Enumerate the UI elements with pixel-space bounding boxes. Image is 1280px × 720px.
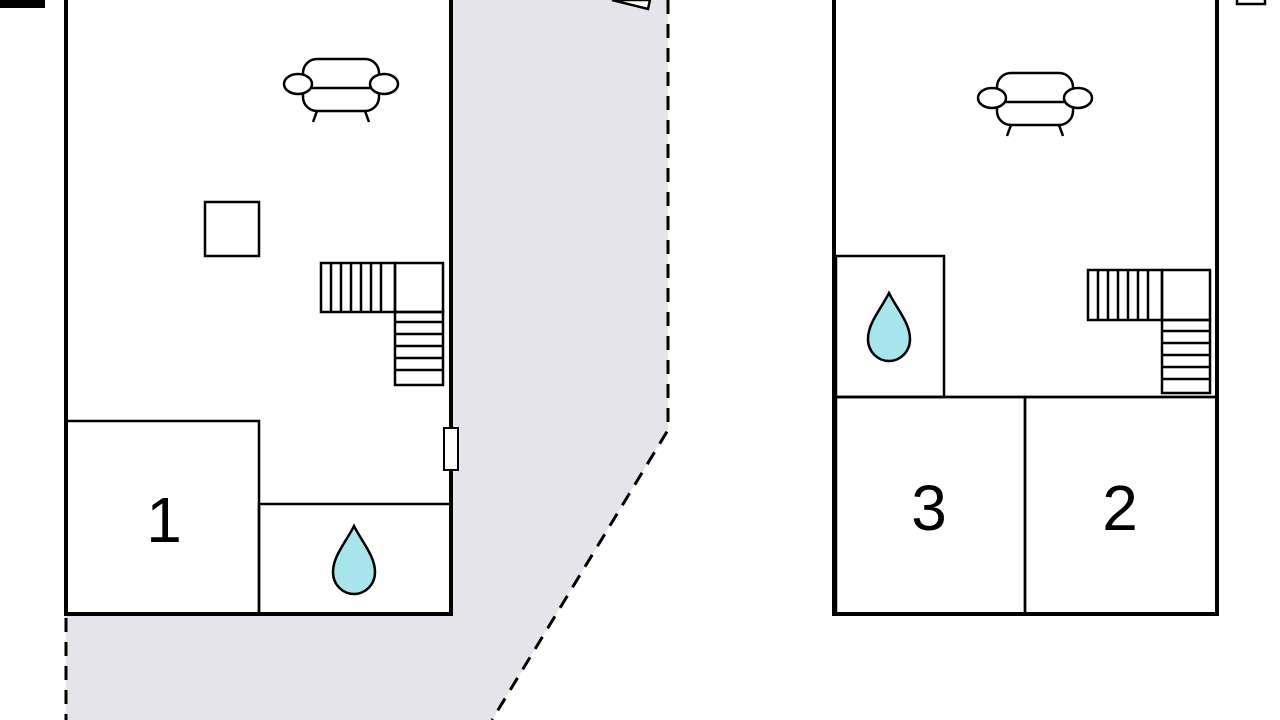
room-label-3: 3: [911, 472, 947, 544]
window-icon: [443, 427, 459, 471]
stairs-icon: [319, 261, 445, 387]
terrace-boundary: [490, 0, 670, 720]
room-label-1: 1: [146, 484, 182, 556]
door-fragment: [611, 0, 652, 11]
bathroom-left: [257, 502, 453, 616]
room-2: [1023, 395, 1219, 616]
left-floor: 1: [64, 0, 459, 616]
terrace-area: [66, 0, 668, 720]
column: [203, 200, 261, 258]
wall-fragment: [0, 0, 45, 8]
window-fragment: [1235, 0, 1267, 6]
room-label-2: 2: [1102, 472, 1138, 544]
right-floor: 3 2: [832, 0, 1219, 616]
stairs-icon: [1086, 268, 1212, 395]
